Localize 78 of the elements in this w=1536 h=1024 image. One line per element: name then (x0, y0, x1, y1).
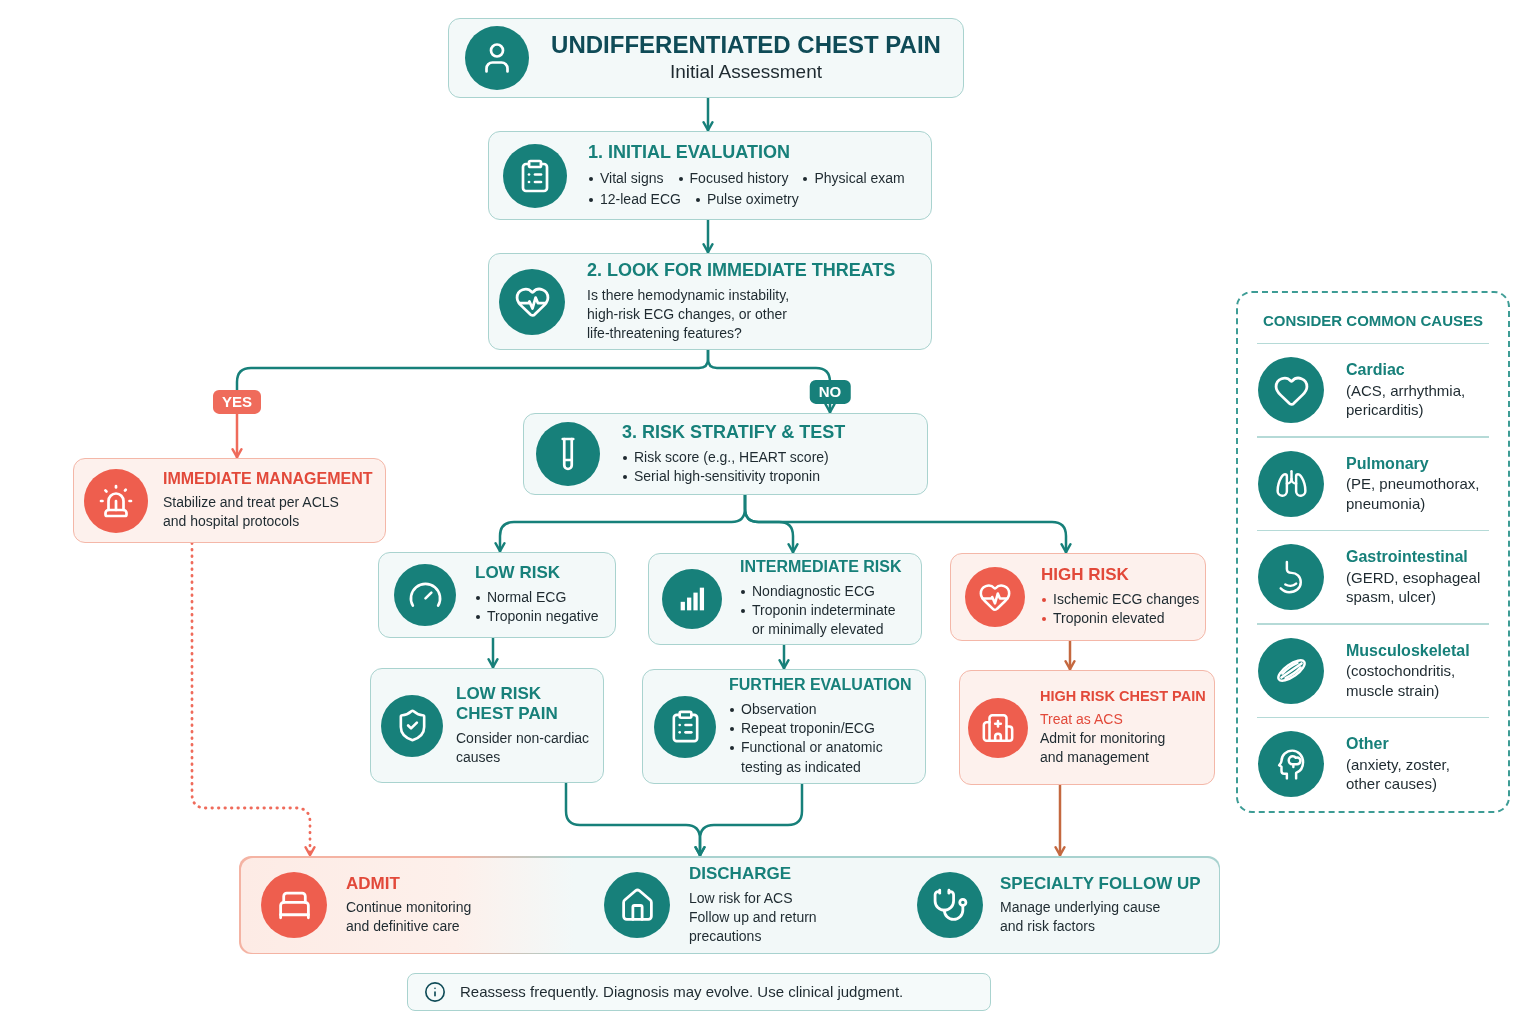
cause-name: Gastrointestinal (1346, 547, 1469, 568)
bullet-item: Serial high-sensitivity troponin (622, 466, 882, 487)
result-box (370, 668, 604, 783)
cause-name: Other (1346, 734, 1390, 755)
bullet-item: Functional or anatomic testing as indicated (729, 738, 907, 777)
box-title: UNDIFFERENTIATED CHEST PAIN (551, 31, 941, 61)
risk-box (378, 552, 616, 638)
box-text: Stabilize and treat per ACLS and hospital protocols (163, 493, 340, 532)
decision-box (488, 253, 932, 350)
bullet-item: Focused history (677, 168, 789, 188)
disposition-panel (239, 856, 1220, 954)
bullet-item: Physical exam (802, 168, 905, 188)
section-text: Manage underlying cause and risk factors (1000, 898, 1162, 937)
bullet-item: Nondiagnostic ECG (740, 581, 910, 602)
box-title: LOW RISK CHEST PAIN (456, 684, 559, 724)
arrow (702, 98, 714, 132)
cause-description: (GERD, esophageal spasm, ulcer) (1346, 567, 1482, 607)
arrow (778, 645, 790, 670)
box-title: INTERMEDIATE RISK (740, 558, 903, 577)
cause-description: (costochondritis, muscle strain) (1346, 661, 1457, 701)
bullet-item: Troponin indeterminate or minimally elevated (740, 601, 910, 640)
box-title: LOW RISK (475, 563, 561, 583)
bullet-item: Repeat troponin/ECG (729, 718, 907, 739)
section-text: Follow up and return precautions (689, 907, 818, 946)
bullet-item: Observation (729, 699, 907, 719)
bullet-item: Normal ECG (475, 587, 605, 608)
box-text: Admit for monitoring and management (1040, 728, 1167, 767)
causes-panel (1236, 291, 1510, 813)
risk-box (648, 553, 922, 645)
box-title: 1. INITIAL EVALUATION (588, 141, 791, 163)
section-title: ADMIT (346, 873, 401, 895)
arrow (1064, 641, 1076, 671)
note-box (407, 973, 991, 1011)
bullet-item: Pulse oximetry (694, 189, 799, 210)
process-box (523, 413, 928, 495)
bullet-item: 12-lead ECG (588, 189, 681, 210)
cause-description: (anxiety, zoster, other causes) (1346, 754, 1451, 794)
box-title: IMMEDIATE MANAGEMENT (163, 469, 373, 489)
box-subtitle: Initial Assessment (669, 60, 823, 85)
bullet-item: Troponin negative (475, 607, 605, 627)
box-text: Is there hemodynamic instability, high-risk ECG changes, or other life-threatening features? (587, 285, 791, 343)
arrow (487, 638, 499, 669)
risk-box (950, 553, 1206, 641)
cause-name: Pulmonary (1346, 453, 1430, 474)
cause-name: Musculoskeletal (1346, 640, 1471, 661)
arrow (1054, 785, 1066, 857)
box-title: HIGH RISK CHEST PAIN (1040, 688, 1206, 705)
action-box (73, 458, 386, 543)
arrow (706, 350, 836, 414)
edge-label: NO (809, 379, 851, 405)
box-title: 2. LOOK FOR IMMEDIATE THREATS (587, 260, 896, 281)
section-title: SPECIALTY FOLLOW UP (1000, 873, 1201, 895)
cause-name: Cardiac (1346, 360, 1406, 381)
bullet-item: Ischemic ECG changes (1041, 589, 1203, 610)
section-text: Low risk for ACS (689, 888, 794, 908)
process-box (642, 669, 926, 784)
cause-description: (ACS, arrhythmia, pericarditis) (1346, 380, 1467, 420)
note-text: Reassess frequently. Diagnosis may evolve. Use clinical judgment. (460, 981, 904, 1002)
bullet-item: Troponin elevated (1041, 609, 1203, 629)
bullet-item: Risk score (e.g., HEART score) (622, 447, 882, 467)
arrow (694, 784, 804, 857)
bullet-item: Vital signs (588, 168, 664, 188)
header-box (448, 18, 964, 98)
box-text: Consider non-cardiac causes (456, 728, 591, 767)
box-title: FURTHER EVALUATION (729, 676, 912, 695)
arrow (702, 220, 714, 254)
panel-title: CONSIDER COMMON CAUSES (1263, 311, 1483, 331)
process-box (488, 131, 932, 220)
cause-description: (PE, pneumothorax, pneumonia) (1346, 474, 1481, 514)
section-title: DISCHARGE (689, 864, 792, 885)
dotted-arrow (190, 541, 316, 858)
box-title: HIGH RISK (1041, 565, 1130, 585)
accent-text: Treat as ACS (1040, 709, 1124, 729)
box-title: 3. RISK STRATIFY & TEST (622, 421, 847, 443)
edge-label: YES (213, 389, 261, 415)
arrow (743, 495, 1072, 554)
section-text: Continue monitoring and definitive care (346, 898, 473, 937)
result-box (959, 670, 1215, 785)
